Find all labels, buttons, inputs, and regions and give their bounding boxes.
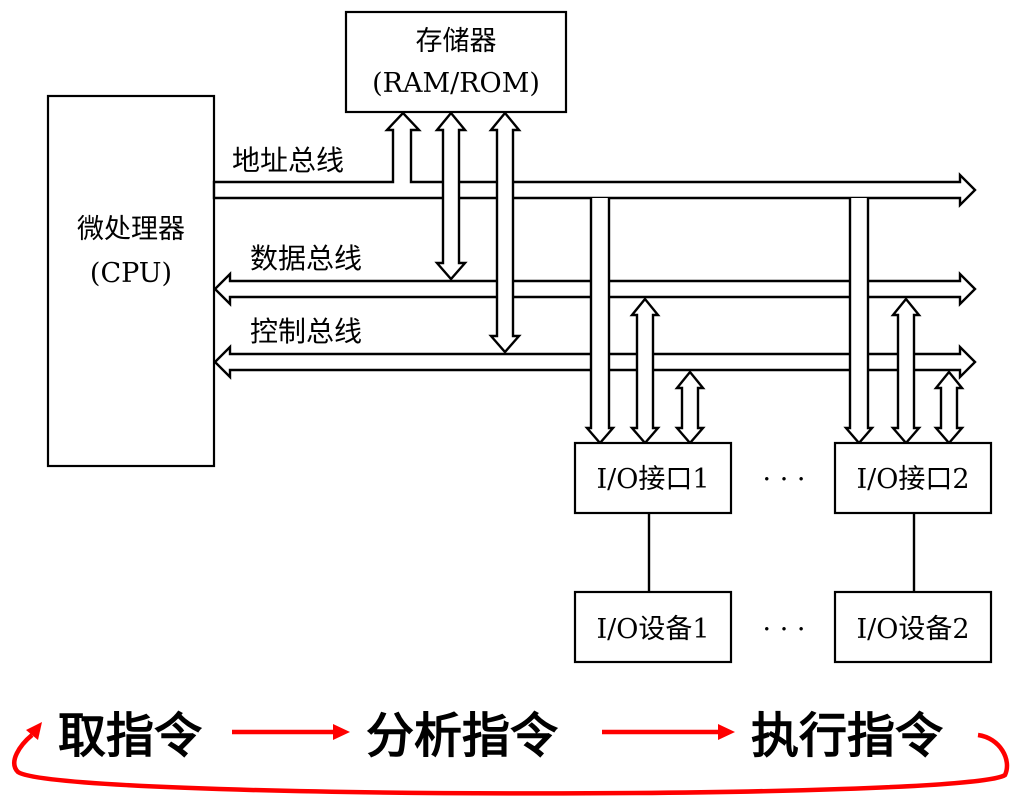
device-ellipsis: · · · [763, 614, 806, 645]
step-fetch: 取指令 [58, 708, 203, 764]
io2-data-link [890, 297, 922, 445]
memory-data-link [434, 111, 468, 281]
step-execute: 执行指令 [751, 708, 944, 764]
arrowhead-1 [333, 724, 350, 740]
io2-address-link [843, 198, 875, 445]
memory-box: 存储器 (RAM/ROM) [344, 10, 568, 114]
io-interface-2: I/O接口2 [833, 441, 993, 515]
loop-back-arrow [12, 732, 1010, 796]
io-device-1-label: I/O设备1 [596, 614, 709, 645]
memory-control-link [488, 111, 522, 354]
step-decode: 分析指令 [366, 708, 559, 764]
io-interface-1-label: I/O接口1 [596, 464, 709, 495]
io1-data-link [629, 297, 661, 445]
io2-control-link [933, 370, 965, 445]
memory-sublabel: (RAM/ROM) [372, 68, 540, 99]
arrowhead-2 [718, 724, 735, 740]
data-bus-label: 数据总线 [250, 242, 362, 275]
io-device-2: I/O设备2 [833, 590, 993, 664]
interface-ellipsis: · · · [763, 464, 806, 495]
memory-label: 存储器 [416, 26, 497, 57]
io1-address-link [584, 198, 616, 445]
cpu-label: 微处理器 [77, 214, 185, 245]
io-interface-1: I/O接口1 [573, 441, 733, 515]
io-interface-2-label: I/O接口2 [856, 464, 969, 495]
loop-arrowhead [26, 722, 42, 740]
address-bus-label: 地址总线 [232, 144, 344, 177]
cpu-sublabel: (CPU) [90, 258, 172, 289]
address-bus [212, 111, 977, 208]
io-device-1: I/O设备1 [573, 590, 733, 664]
instruction-cycle: 取指令 分析指令 执行指令 [12, 708, 1010, 796]
cpu-box: 微处理器 (CPU) [46, 94, 216, 468]
control-bus-label: 控制总线 [250, 315, 362, 348]
io1-control-link [674, 370, 706, 445]
io-device-2-label: I/O设备2 [856, 614, 969, 645]
